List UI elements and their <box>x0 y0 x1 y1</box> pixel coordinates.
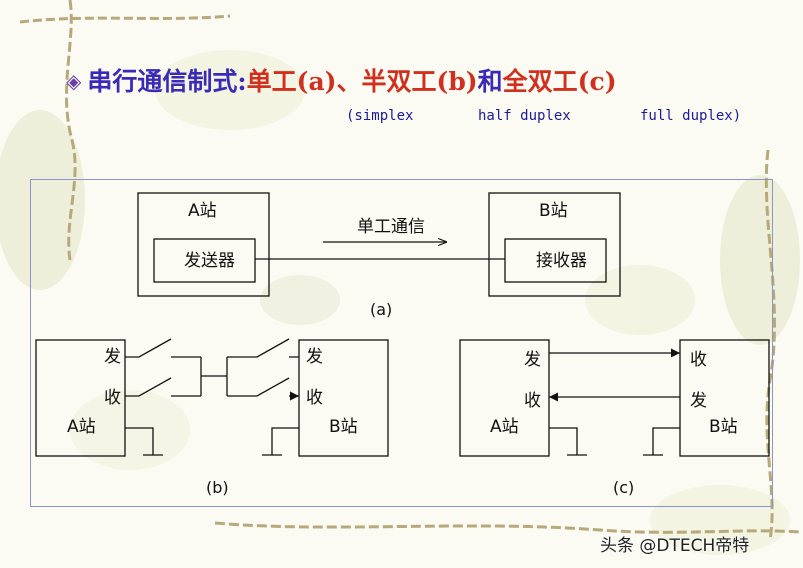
title-and: 和 <box>477 67 503 96</box>
title-simplex: 单工(a) <box>246 67 337 96</box>
a-receiver-label: 接收器 <box>536 251 587 271</box>
subtitle-simplex: (simplex <box>346 108 414 124</box>
a-link-label: 单工通信 <box>357 217 425 237</box>
c-b-ground <box>643 427 680 456</box>
watermark-text: 头条 @DTECH帝特 <box>600 536 750 556</box>
title-full-duplex: 全双工(c) <box>502 67 617 96</box>
a-sender-label: 发送器 <box>184 251 235 271</box>
b-b-recv-label: 收 <box>306 388 323 408</box>
b-station-a-label: A站 <box>67 417 96 437</box>
caption-c: (c) <box>613 478 635 497</box>
c-station-b-box <box>679 339 770 457</box>
subtitle-full-duplex: full duplex) <box>640 108 742 124</box>
a-receiver-box <box>504 238 607 283</box>
b-b-send-label: 发 <box>306 347 323 367</box>
b-a-send-label: 发 <box>104 347 121 367</box>
b-station-a-box <box>35 339 126 457</box>
b-b-ground <box>262 427 299 456</box>
b-b-recv-switch <box>227 377 290 397</box>
a-station-a-box <box>137 192 270 297</box>
a-station-b-label: B站 <box>539 201 568 221</box>
b-a-recv-switch <box>125 377 201 397</box>
b-a-recv-label: 收 <box>104 388 121 408</box>
title-separator: 、 <box>336 67 362 96</box>
b-a-ground <box>125 427 163 456</box>
b-station-b-label: B站 <box>329 417 358 437</box>
c-b-send-label: 发 <box>690 391 707 411</box>
title-main: 串行通信制式: <box>87 67 247 96</box>
c-a-ground <box>549 427 587 456</box>
a-station-b-box <box>488 192 621 297</box>
slide-title: ◈串行通信制式:单工(a)、半双工(b)和全双工(c) <box>66 62 617 98</box>
c-b-recv-label: 收 <box>690 350 707 370</box>
a-station-a-label: A站 <box>188 201 217 221</box>
c-a-send-label: 发 <box>524 350 541 370</box>
c-station-a-label: A站 <box>490 417 519 437</box>
a-sender-box <box>153 238 256 283</box>
title-half-duplex: 半双工(b) <box>361 67 478 96</box>
b-a-send-switch <box>125 338 201 358</box>
b-station-b-box <box>298 339 389 457</box>
diamond-bullet-icon: ◈ <box>66 69 82 93</box>
caption-b: (b) <box>206 478 229 497</box>
b-b-send-switch <box>227 338 299 358</box>
diagram-frame <box>30 179 773 507</box>
c-station-b-label: B站 <box>709 417 738 437</box>
c-a-recv-label: 收 <box>524 391 541 411</box>
subtitle-half-duplex: half duplex <box>478 108 571 124</box>
caption-a: (a) <box>370 300 393 319</box>
